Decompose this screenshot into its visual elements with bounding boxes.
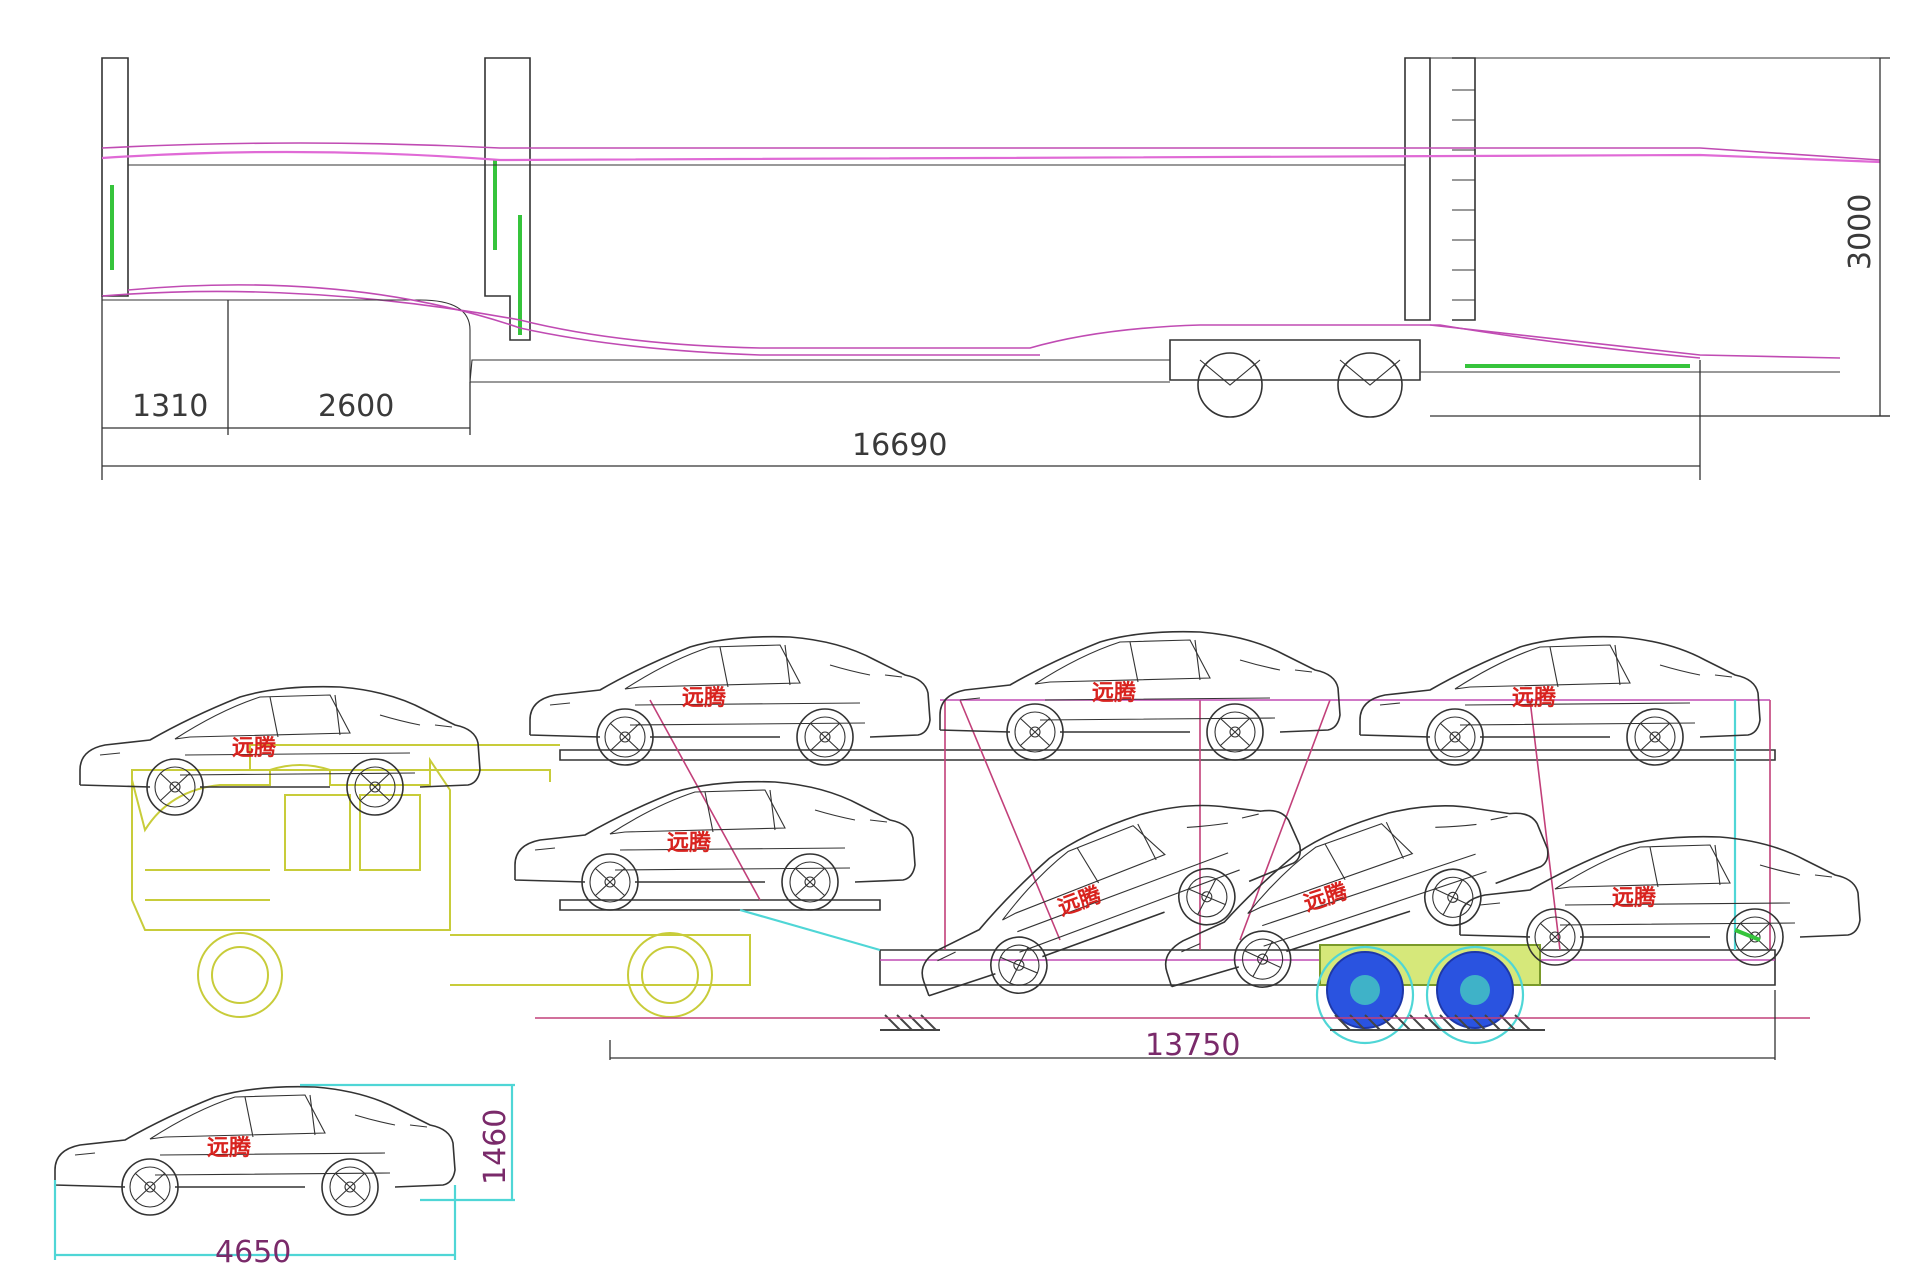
dim-car-length: 4650 bbox=[215, 1235, 291, 1270]
top-view-dimensions: 1310 2600 16690 3000 bbox=[101, 57, 1890, 480]
car-detail: 4650 1460 bbox=[53, 1083, 515, 1270]
dim-overall-length: 16690 bbox=[852, 428, 947, 463]
car-upper-1 bbox=[529, 635, 931, 766]
loaded-trailer-side-view: 13750 bbox=[79, 630, 1861, 1063]
dim-kingpin-offset: 2600 bbox=[318, 389, 394, 424]
dim-height: 3000 bbox=[1843, 194, 1878, 270]
empty-trailer-side-view bbox=[101, 57, 1881, 418]
car-upper-2 bbox=[939, 630, 1341, 761]
dim-trailer-length: 13750 bbox=[1145, 1028, 1240, 1063]
car-upper-3 bbox=[1359, 635, 1761, 766]
dim-car-height: 1460 bbox=[478, 1109, 513, 1185]
dim-front-overhang: 1310 bbox=[132, 389, 208, 424]
upper-deck bbox=[559, 749, 1776, 761]
ground-hatch bbox=[535, 1014, 1810, 1031]
reference-car bbox=[54, 1085, 456, 1216]
rear-axles bbox=[1315, 944, 1541, 1045]
car-lower-1 bbox=[514, 780, 916, 911]
tractor bbox=[131, 744, 751, 1018]
